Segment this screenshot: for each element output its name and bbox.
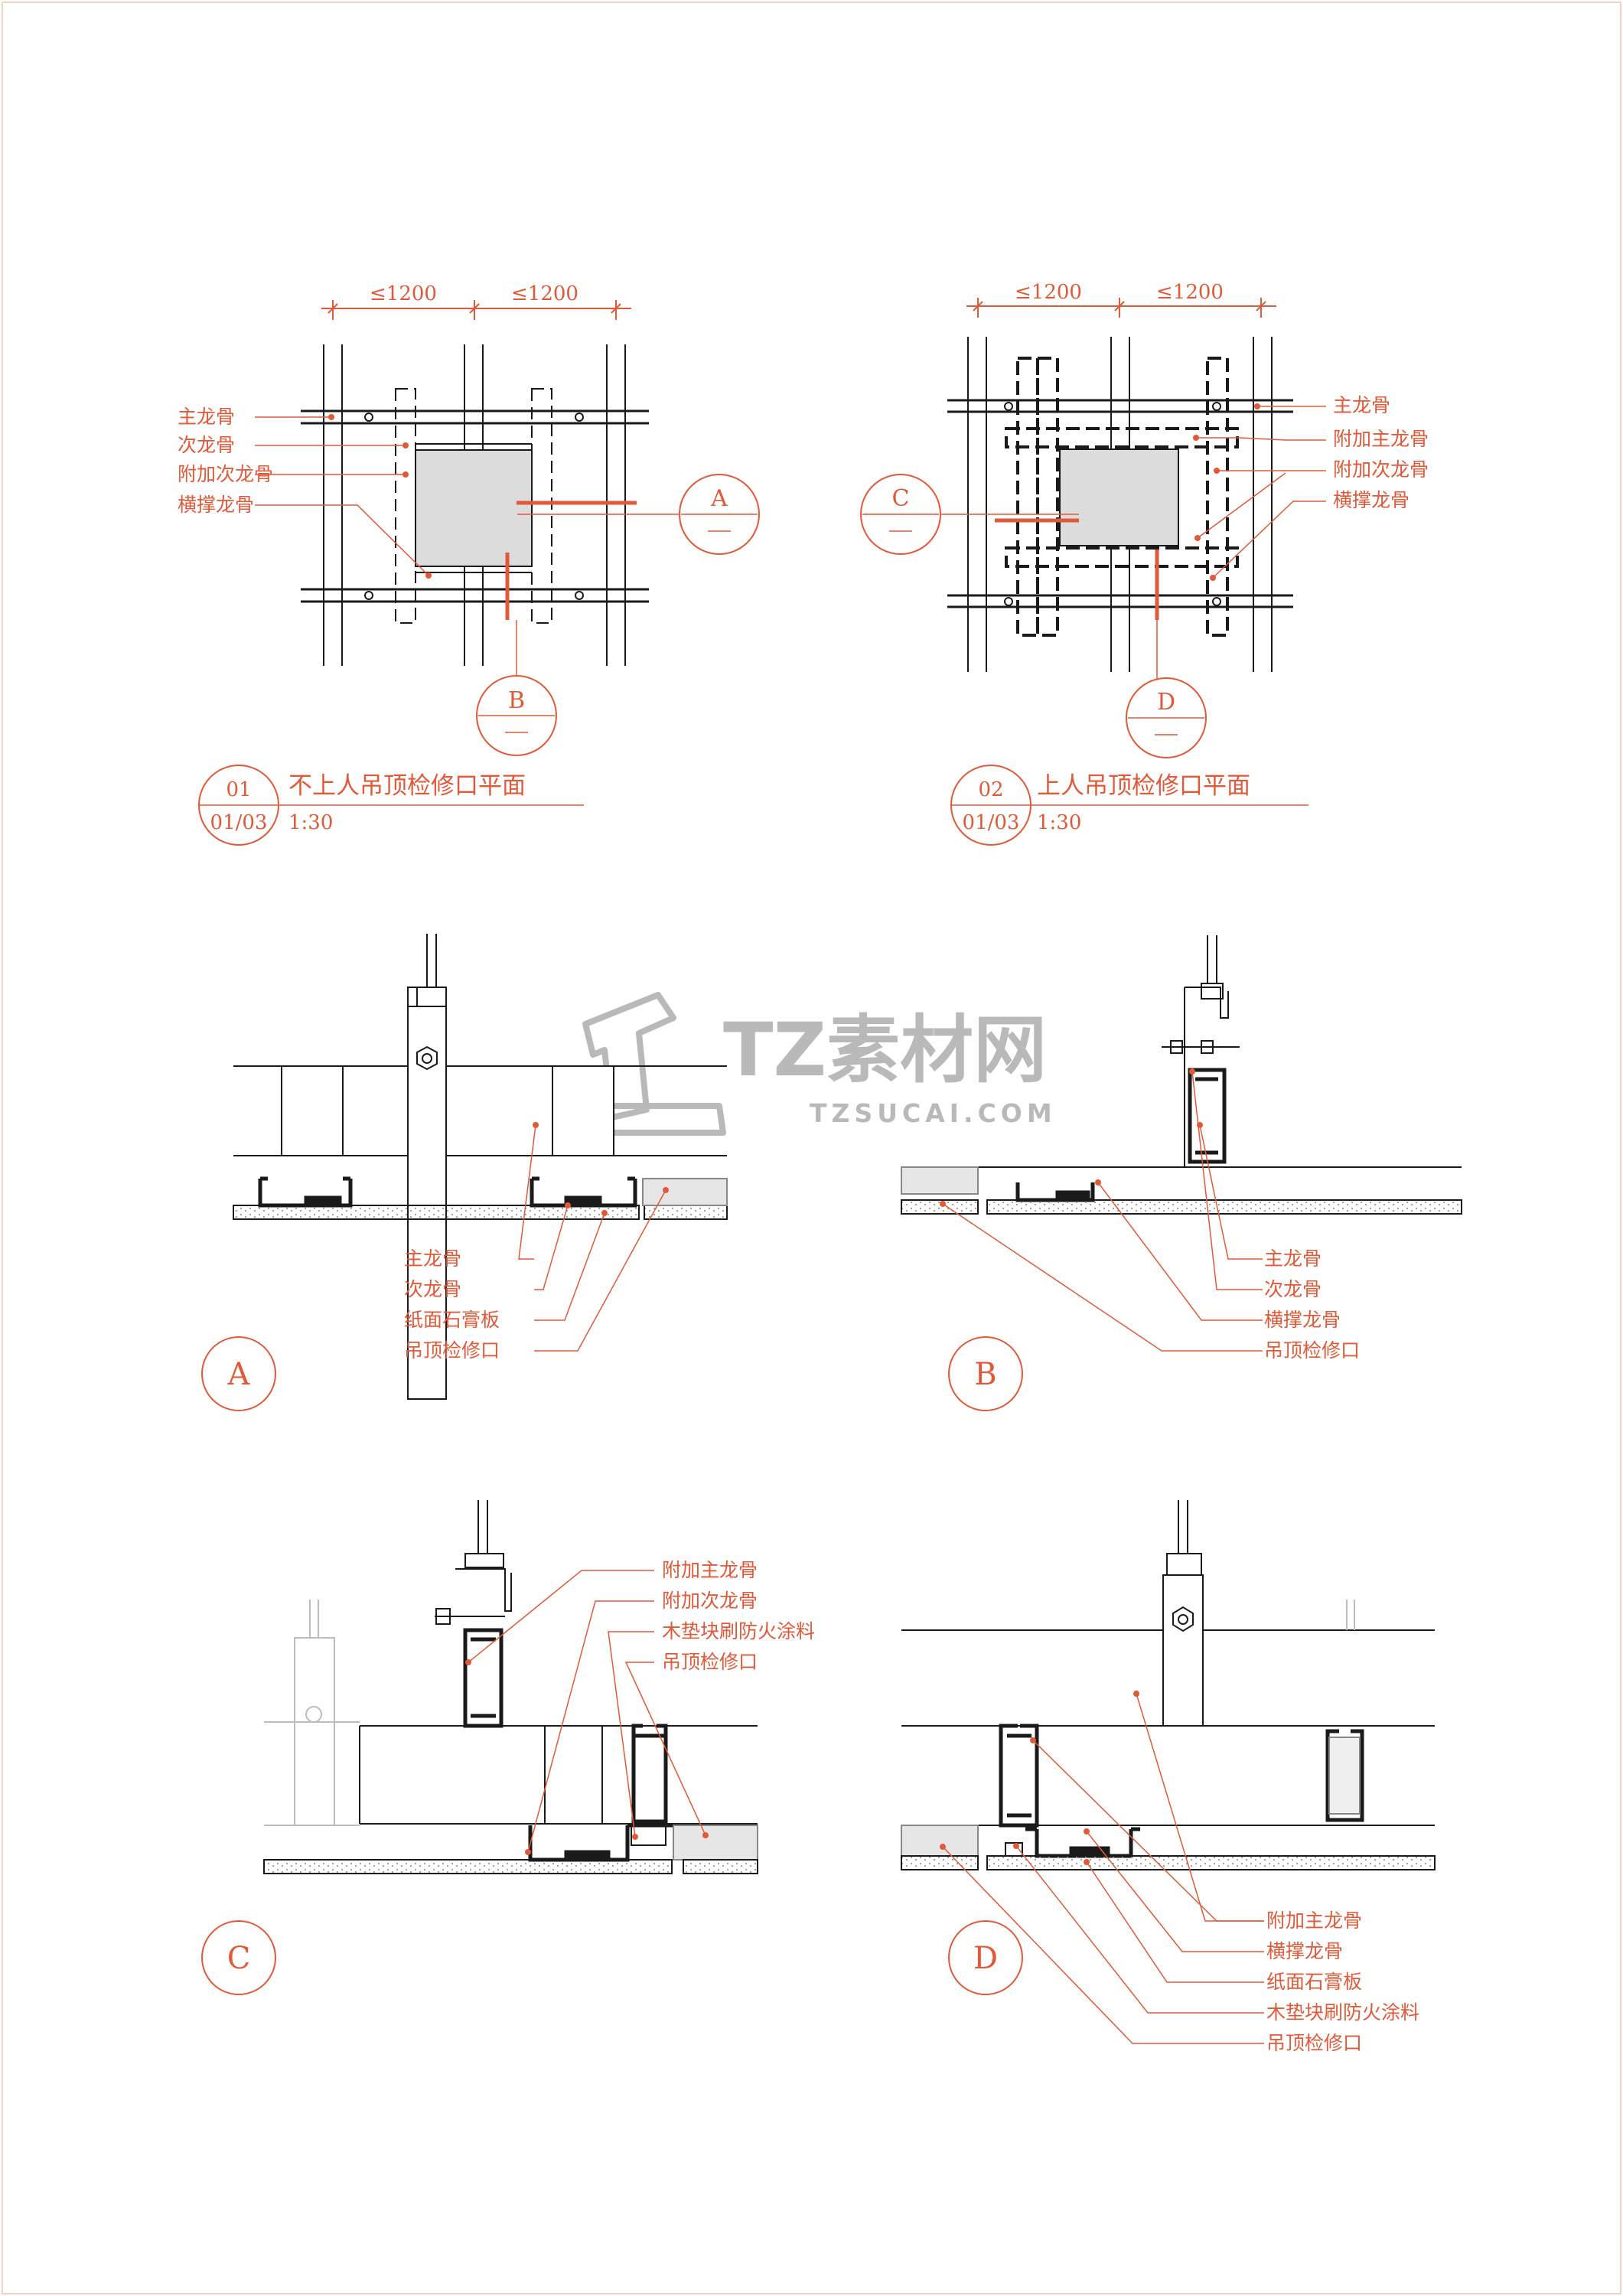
watermark: TZ素材网 TZSUCAI.COM — [575, 992, 1057, 1136]
section-a: 主龙骨 次龙骨 纸面石膏板 吊顶检修口 A — [201, 934, 728, 1411]
section-a-label-gypsum-board: 纸面石膏板 — [404, 1309, 500, 1331]
section-b-label-cross-brace-keel: 横撑龙骨 — [1264, 1309, 1341, 1331]
plan2-label-additional-main-keel: 附加主龙骨 — [1333, 428, 1429, 450]
callout-c-letter: C — [892, 485, 910, 512]
section-b-letter: B — [974, 1357, 996, 1392]
plan-02: ≤1200 ≤1200 — [860, 281, 1429, 846]
plan2-secondary-keels — [967, 337, 1273, 672]
watermark-brand: TZ素材网 — [723, 1007, 1047, 1093]
plan2-title: 上人吊顶检修口平面 — [1037, 772, 1250, 800]
section-c-label-access-opening: 吊顶检修口 — [662, 1651, 758, 1673]
section-b-label-main-keel: 主龙骨 — [1264, 1247, 1322, 1270]
plan1-main-keels — [301, 409, 649, 603]
plan1-number: 01 — [226, 778, 251, 801]
section-a-letter: A — [227, 1357, 251, 1392]
section-c-letter: C — [227, 1941, 251, 1976]
plan1-sheet-ref: 01/03 — [210, 811, 268, 834]
section-c-label-wood-block: 木垫块刷防火涂料 — [662, 1620, 815, 1642]
section-d-label-cross-brace-keel: 横撑龙骨 — [1266, 1940, 1343, 1962]
watermark-url: TZSUCAI.COM — [810, 1098, 1057, 1128]
plan1-title: 不上人吊顶检修口平面 — [288, 772, 526, 800]
plan1-label-additional-secondary-keel: 附加次龙骨 — [178, 463, 273, 485]
section-d-label-wood-block: 木垫块刷防火涂料 — [1266, 2001, 1419, 2024]
plan1-dim-right: ≤1200 — [511, 282, 578, 305]
callout-a-letter: A — [710, 485, 728, 512]
plan2-label-additional-secondary-keel: 附加次龙骨 — [1333, 458, 1429, 481]
plan2-dim-left: ≤1200 — [1015, 281, 1082, 304]
plan1-scale: 1:30 — [288, 811, 333, 834]
plan1-dim-left: ≤1200 — [370, 282, 437, 305]
section-d-label-access-opening: 吊顶检修口 — [1266, 2032, 1362, 2054]
plan1-label-secondary-keel: 次龙骨 — [178, 434, 235, 456]
section-d-bubble — [948, 1920, 1023, 1995]
plan1-label-cross-brace-keel: 横撑龙骨 — [178, 494, 254, 516]
section-b-label-secondary-keel: 次龙骨 — [1264, 1278, 1322, 1300]
section-b: 主龙骨 次龙骨 横撑龙骨 吊顶检修口 B — [901, 935, 1462, 1411]
plan2-label-main-keel: 主龙骨 — [1333, 394, 1390, 416]
section-a-label-access-opening: 吊顶检修口 — [404, 1339, 500, 1362]
plan2-label-cross-brace-keel: 横撑龙骨 — [1333, 489, 1410, 511]
callout-b-letter: B — [508, 687, 525, 714]
section-a-bubble — [201, 1336, 276, 1411]
plan2-dimension — [966, 298, 1276, 318]
plan2-scale: 1:30 — [1037, 811, 1081, 834]
section-d: 附加主龙骨 横撑龙骨 纸面石膏板 木垫块刷防火涂料 吊顶检修口 D — [901, 1500, 1436, 2054]
plan2-sheet-ref: 01/03 — [963, 811, 1020, 834]
plan1-label-main-keel: 主龙骨 — [178, 406, 235, 428]
section-d-letter: D — [973, 1941, 998, 1976]
plan2-dim-right: ≤1200 — [1156, 281, 1224, 304]
section-b-label-access-opening: 吊顶检修口 — [1264, 1339, 1360, 1362]
section-c: 附加主龙骨 附加次龙骨 木垫块刷防火涂料 吊顶检修口 C — [201, 1500, 815, 1995]
section-c-bubble — [201, 1920, 276, 1995]
section-d-label-additional-main-keel: 附加主龙骨 — [1266, 1910, 1362, 1932]
plan2-access-panel — [1059, 448, 1179, 546]
section-d-label-gypsum-board: 纸面石膏板 — [1266, 1971, 1362, 1993]
section-c-label-additional-main-keel: 附加主龙骨 — [662, 1559, 758, 1581]
plan2-number: 02 — [978, 778, 1003, 801]
section-c-label-additional-secondary-keel: 附加次龙骨 — [662, 1590, 758, 1612]
plan1-access-panel — [415, 449, 533, 567]
plan2-main-keels — [947, 399, 1293, 608]
plan-01: ≤1200 ≤1200 — [178, 282, 760, 846]
section-a-label-main-keel: 主龙骨 — [404, 1247, 461, 1270]
callout-d-letter: D — [1157, 689, 1175, 716]
section-b-bubble — [948, 1336, 1023, 1411]
plan1-dimension — [321, 300, 631, 320]
section-a-label-secondary-keel: 次龙骨 — [404, 1278, 461, 1300]
